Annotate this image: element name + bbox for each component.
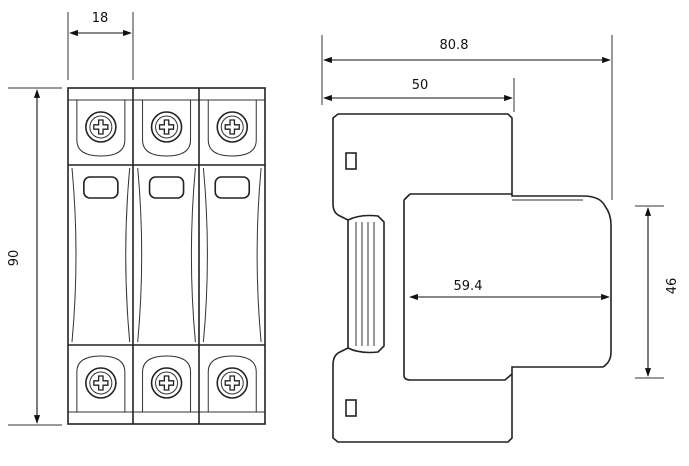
top-screw-icon [76, 100, 126, 157]
label-module-width: 18 [92, 11, 109, 26]
pole-curve-right [125, 167, 131, 343]
pole-curve-left [71, 167, 77, 343]
pole-curve-left [202, 167, 208, 343]
front-view: 18 90 [7, 11, 266, 426]
dimension-total-depth: 80.8 [321, 35, 613, 200]
label-front-depth: 59.4 [454, 279, 483, 294]
top-screw-icon [207, 100, 257, 157]
pole-curves [71, 167, 262, 343]
label-front-height: 46 [665, 278, 680, 295]
marker-bottom [345, 399, 357, 417]
pole-window [214, 176, 251, 199]
label-height: 90 [7, 250, 22, 267]
dimension-height: 90 [7, 87, 62, 426]
dimension-module-width: 18 [67, 11, 134, 80]
bottom-screw-icon [142, 355, 192, 412]
pole-curve-left [137, 167, 143, 343]
front-section [403, 200, 513, 381]
side-body-outline [332, 113, 612, 443]
screw-terminals [76, 100, 257, 412]
side-view: 80.8 50 59.4 [321, 35, 680, 443]
marker-top [345, 152, 357, 170]
rail-clip [347, 214, 385, 354]
pole-curve-right [256, 167, 262, 343]
top-screw-icon [142, 100, 192, 157]
pole-curve-right [190, 167, 196, 343]
dimension-rail-depth: 50 [323, 78, 515, 112]
bottom-screw-icon [207, 355, 257, 412]
pole-window [148, 176, 185, 199]
bottom-screw-icon [76, 355, 126, 412]
dimension-front-height: 46 [635, 205, 680, 379]
pole-window [83, 176, 119, 199]
label-rail-depth: 50 [412, 78, 429, 93]
front-body-outline [67, 87, 266, 425]
dimension-front-depth: 59.4 [409, 279, 610, 301]
label-total-depth: 80.8 [440, 38, 469, 53]
pole-windows [83, 176, 251, 199]
